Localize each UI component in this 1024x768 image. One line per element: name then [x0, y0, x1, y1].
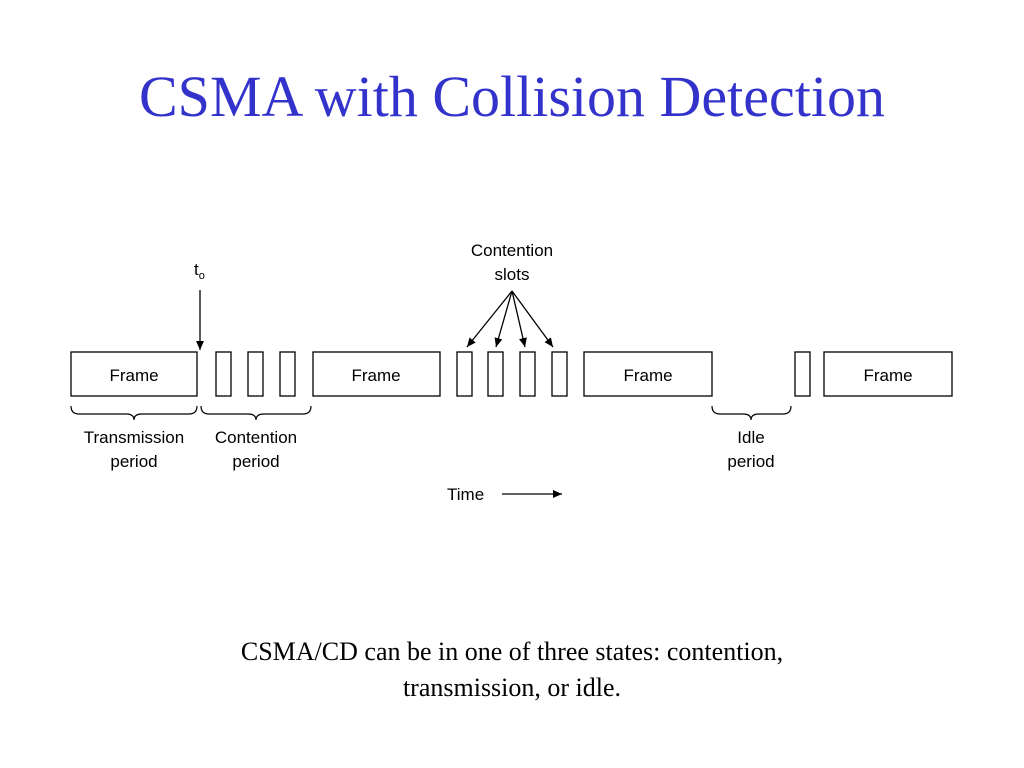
frame-3: Frame: [583, 351, 713, 397]
contention-slot: [487, 351, 504, 397]
transmission-period-brace: [70, 405, 198, 421]
frame-1: Frame: [70, 351, 198, 397]
contention-slot: [279, 351, 296, 397]
contention-slot-arrows: [466, 290, 554, 348]
contention-slot: [456, 351, 473, 397]
contention-slot: [794, 351, 811, 397]
caption-line-2: transmission, or idle.: [402, 673, 622, 702]
contention-slot: [247, 351, 264, 397]
frame-2: Frame: [312, 351, 441, 397]
contention-period-label-line1: Contention: [215, 428, 297, 447]
frame-1-label: Frame: [109, 366, 158, 385]
time-label: Time: [447, 485, 484, 504]
contention-slot: [215, 351, 232, 397]
contention-slots-label-line2: slots: [495, 265, 530, 284]
contention-period-brace: [200, 405, 312, 421]
t0-label: to: [194, 260, 205, 282]
slide-title: CSMA with Collision Detection: [139, 64, 885, 129]
idle-period-label-line2: period: [727, 452, 774, 471]
contention-slot: [551, 351, 568, 397]
caption-line-1: CSMA/CD can be in one of three states: c…: [240, 637, 784, 666]
slide-caption: CSMA/CD can be in one of three states: c…: [112, 634, 912, 706]
contention-slot-group-3: [794, 351, 811, 397]
transmission-period-label-line1: Transmission: [84, 428, 184, 447]
idle-period-label-line1: Idle: [737, 428, 764, 447]
contention-slots-label-line1: Contention: [471, 241, 553, 260]
contention-slot: [519, 351, 536, 397]
frame-4-label: Frame: [863, 366, 912, 385]
contention-slot-group-1: [215, 351, 296, 397]
contention-slot-group-2: [456, 351, 568, 397]
idle-period-brace: [711, 405, 792, 421]
frame-4: Frame: [823, 351, 953, 397]
frame-3-label: Frame: [623, 366, 672, 385]
frame-2-label: Frame: [351, 366, 400, 385]
transmission-period-label-line2: period: [110, 452, 157, 471]
contention-period-label-line2: period: [232, 452, 279, 471]
